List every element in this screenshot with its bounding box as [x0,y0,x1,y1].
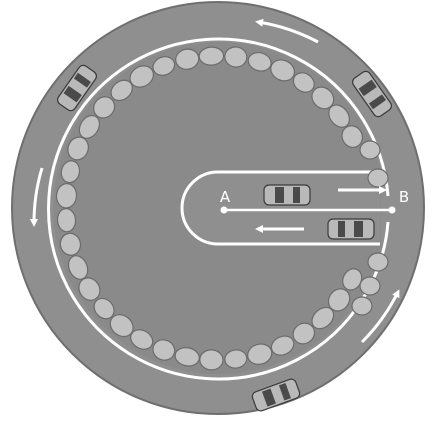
boulder-icon [199,47,224,66]
point-a-label: A [220,188,231,206]
point-b-label: B [399,188,409,206]
car-icon [264,185,310,205]
point-b-marker [389,207,396,214]
point-a-marker [221,207,228,214]
boulder-icon [368,253,388,271]
boulder-icon [360,141,380,159]
boulder-icon [352,297,372,315]
boulder-icon [368,169,388,187]
car-icon [328,219,374,239]
boulder-icon [360,277,380,295]
boulder-icon [199,349,223,370]
